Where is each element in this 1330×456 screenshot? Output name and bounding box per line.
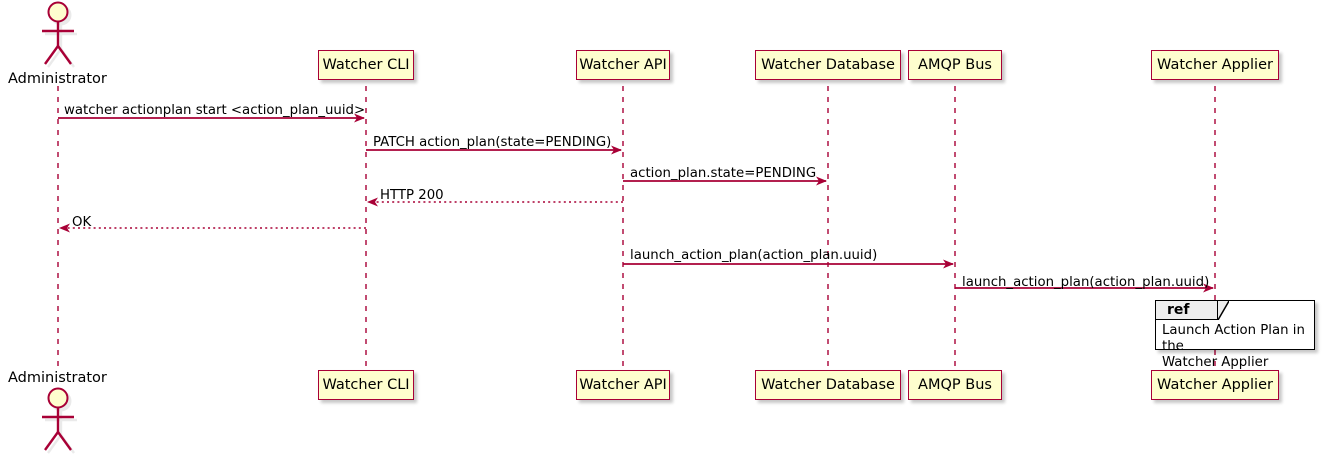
participant-top-watcher-applier[interactable]: Watcher Applier: [1151, 50, 1279, 80]
actor-label-bottom-administrator: Administrator: [8, 370, 107, 386]
participant-top-watcher-cli[interactable]: Watcher CLI: [318, 50, 414, 80]
message-label-1: watcher actionplan start <action_plan_uu…: [64, 103, 366, 118]
ref-fragment-line-1: Launch Action Plan in the: [1162, 323, 1305, 355]
participant-bottom-watcher-cli[interactable]: Watcher CLI: [318, 370, 414, 400]
participant-top-watcher-database[interactable]: Watcher Database: [755, 50, 901, 80]
participant-bottom-watcher-api[interactable]: Watcher API: [576, 370, 670, 400]
participant-top-watcher-api[interactable]: Watcher API: [576, 50, 670, 80]
message-label-7: launch_action_plan(action_plan.uuid): [962, 275, 1210, 290]
message-label-2: PATCH action_plan(state=PENDING): [373, 135, 612, 150]
actor-figure-top-administrator: [42, 1, 77, 68]
ref-fragment: ref Launch Action Plan in the Watcher Ap…: [1155, 300, 1315, 370]
message-label-3: action_plan.state=PENDING: [630, 166, 817, 181]
ref-fragment-tab-notch: [1218, 301, 1229, 320]
participant-top-amqp-bus[interactable]: AMQP Bus: [908, 50, 1002, 80]
ref-fragment-line-2: Watcher Applier: [1162, 355, 1269, 371]
participant-bottom-amqp-bus[interactable]: AMQP Bus: [908, 370, 1002, 400]
actor-figure-bottom-administrator: [42, 387, 77, 454]
ref-fragment-keyword: ref: [1156, 301, 1218, 320]
message-label-4: HTTP 200: [380, 188, 444, 203]
ref-fragment-body: Launch Action Plan in the Watcher Applie…: [1162, 323, 1310, 372]
actor-label-top-administrator: Administrator: [8, 71, 107, 87]
message-label-6: launch_action_plan(action_plan.uuid): [630, 248, 878, 263]
participant-bottom-watcher-database[interactable]: Watcher Database: [755, 370, 901, 400]
message-label-5: OK: [72, 215, 92, 230]
participant-bottom-watcher-applier[interactable]: Watcher Applier: [1151, 370, 1279, 400]
